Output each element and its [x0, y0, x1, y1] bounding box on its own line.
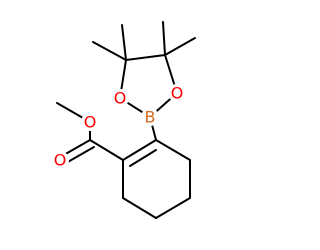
ring-oxygen-left-atom: O: [111, 89, 129, 108]
ring-oxygen-left-label: O: [114, 89, 127, 108]
bond-methyl-left-2: [121, 24, 127, 61]
ester-ether-oxygen-atom: O: [81, 113, 99, 132]
bond-ring-4: [122, 197, 157, 219]
bond-c-c-ring: [125, 54, 166, 61]
ring-oxygen-right-label: O: [171, 84, 184, 103]
bond-methyl-left-1: [92, 41, 127, 61]
bond-ring-1: [155, 139, 191, 161]
ester-ether-oxygen-label: O: [84, 113, 97, 132]
atom-labels: B O O O O: [51, 84, 186, 170]
bonds: [56, 21, 196, 219]
boron-label: B: [145, 108, 156, 127]
bond-ring-double-outer: [122, 139, 157, 161]
molecule-diagram: B O O O O: [51, 21, 196, 219]
carbonyl-oxygen-label: O: [54, 151, 67, 170]
bond-carbonyl-double-1: [61, 139, 91, 157]
bond-c-carbonyl: [89, 139, 124, 161]
carbonyl-oxygen-atom: O: [51, 151, 69, 170]
bond-methyl-right-2: [164, 37, 196, 56]
bond-methyl-right-1: [162, 21, 166, 56]
ring-oxygen-right-atom: O: [168, 84, 186, 103]
bond-ring-double-inner: [129, 149, 157, 167]
boron-atom: B: [141, 108, 159, 127]
bond-carbonyl-double-2: [65, 146, 95, 164]
bond-ring-3: [155, 197, 191, 219]
